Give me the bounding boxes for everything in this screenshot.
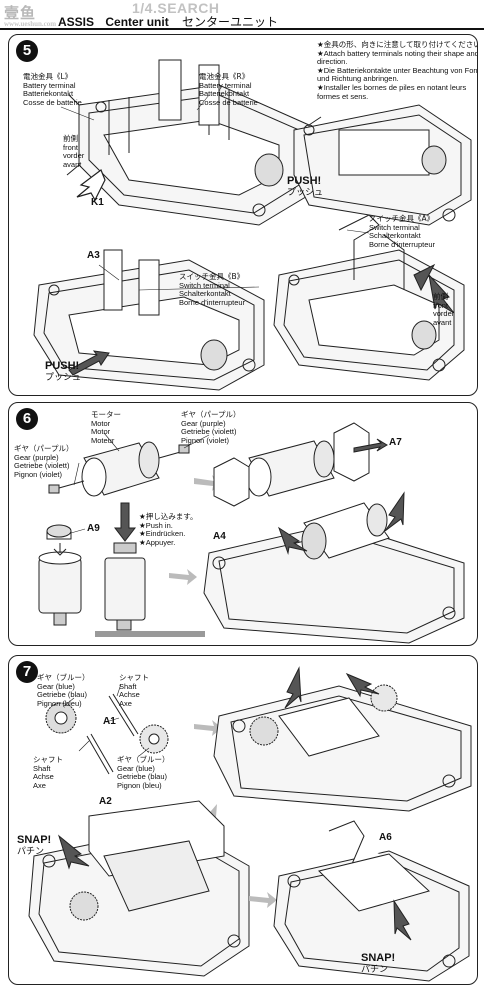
part-label-k1: K1 bbox=[91, 197, 104, 208]
gear-blue-bottom-label: ギヤ（ブルー） Gear (blue) Getriebe (blau) Pign… bbox=[117, 755, 170, 790]
push-callout-2: PUSH! プッシュ bbox=[45, 360, 82, 383]
front-direction-label: 前側 front vorder avant bbox=[63, 134, 85, 169]
gear-purple-right-label: ギヤ（パープル） Gear (purple) Getriebe (violett… bbox=[181, 410, 241, 445]
front-direction-label-2: 前側 front vorder avant bbox=[433, 292, 455, 327]
battery-terminal-note: ★金具の形、向きに注意して取り付けてください。 ★Attach battery … bbox=[317, 40, 478, 101]
section-title: ASSIS Center unit センターユニット bbox=[58, 15, 279, 29]
step-5-panel: 5 bbox=[8, 34, 478, 396]
snap-callout: SNAP! パチン bbox=[17, 834, 52, 857]
switch-terminal-a-label: スイッチ金具《A》 Switch terminal Schalterkontak… bbox=[369, 214, 436, 249]
gear-blue-top-label: ギヤ（ブルー） Gear (blue) Getriebe (blau) Pign… bbox=[37, 673, 90, 708]
gear-and-shaft-illustration bbox=[28, 666, 472, 982]
motor-installation-illustration bbox=[38, 422, 465, 644]
page-header: 壹鱼 www.ueshun.com 1/4.SEARCH ASSIS Cente… bbox=[0, 0, 484, 30]
push-callout: PUSH! プッシュ bbox=[287, 175, 324, 198]
part-label-a9: A9 bbox=[87, 523, 100, 534]
watermark-text: 1/4.SEARCH bbox=[132, 0, 220, 16]
battery-terminal-r-label: 電池金具《R》 Battery terminal Batteriekontakt… bbox=[199, 72, 258, 107]
part-label-a4: A4 bbox=[213, 531, 226, 542]
step-number-badge: 7 bbox=[16, 661, 38, 683]
part-label-a1: A1 bbox=[103, 716, 116, 727]
part-label-a2: A2 bbox=[99, 796, 112, 807]
chassis-battery-terminal-illustration bbox=[33, 59, 472, 391]
part-label-a3: A3 bbox=[87, 250, 100, 261]
watermark-logo: 壹鱼 www.ueshun.com bbox=[4, 6, 57, 28]
shaft-bottom-label: シャフト Shaft Achse Axe bbox=[33, 755, 63, 790]
snap-callout-2: SNAP! パチン bbox=[361, 952, 396, 975]
step-number-badge: 5 bbox=[16, 40, 38, 62]
step-number-badge: 6 bbox=[16, 408, 38, 430]
part-label-a6: A6 bbox=[379, 832, 392, 843]
switch-terminal-b-label: スイッチ金具《B》 Switch terminal Schalterkontak… bbox=[179, 272, 246, 307]
part-label-a7: A7 bbox=[389, 437, 402, 448]
step-6-panel: 6 bbox=[8, 402, 478, 646]
shaft-top-label: シャフト Shaft Achse Axe bbox=[119, 673, 149, 708]
battery-terminal-l-label: 電池金具《L》 Battery terminal Batteriekontakt… bbox=[23, 72, 82, 107]
gear-purple-left-label: ギヤ（パープル） Gear (purple) Getriebe (violett… bbox=[14, 444, 74, 479]
motor-label: モーター Motor Motor Moteur bbox=[91, 410, 121, 445]
step-7-panel: 7 bbox=[8, 655, 478, 985]
push-in-note: ★押し込みます。 ★Push in. ★Eindrücken. ★Appuyer… bbox=[139, 512, 198, 547]
